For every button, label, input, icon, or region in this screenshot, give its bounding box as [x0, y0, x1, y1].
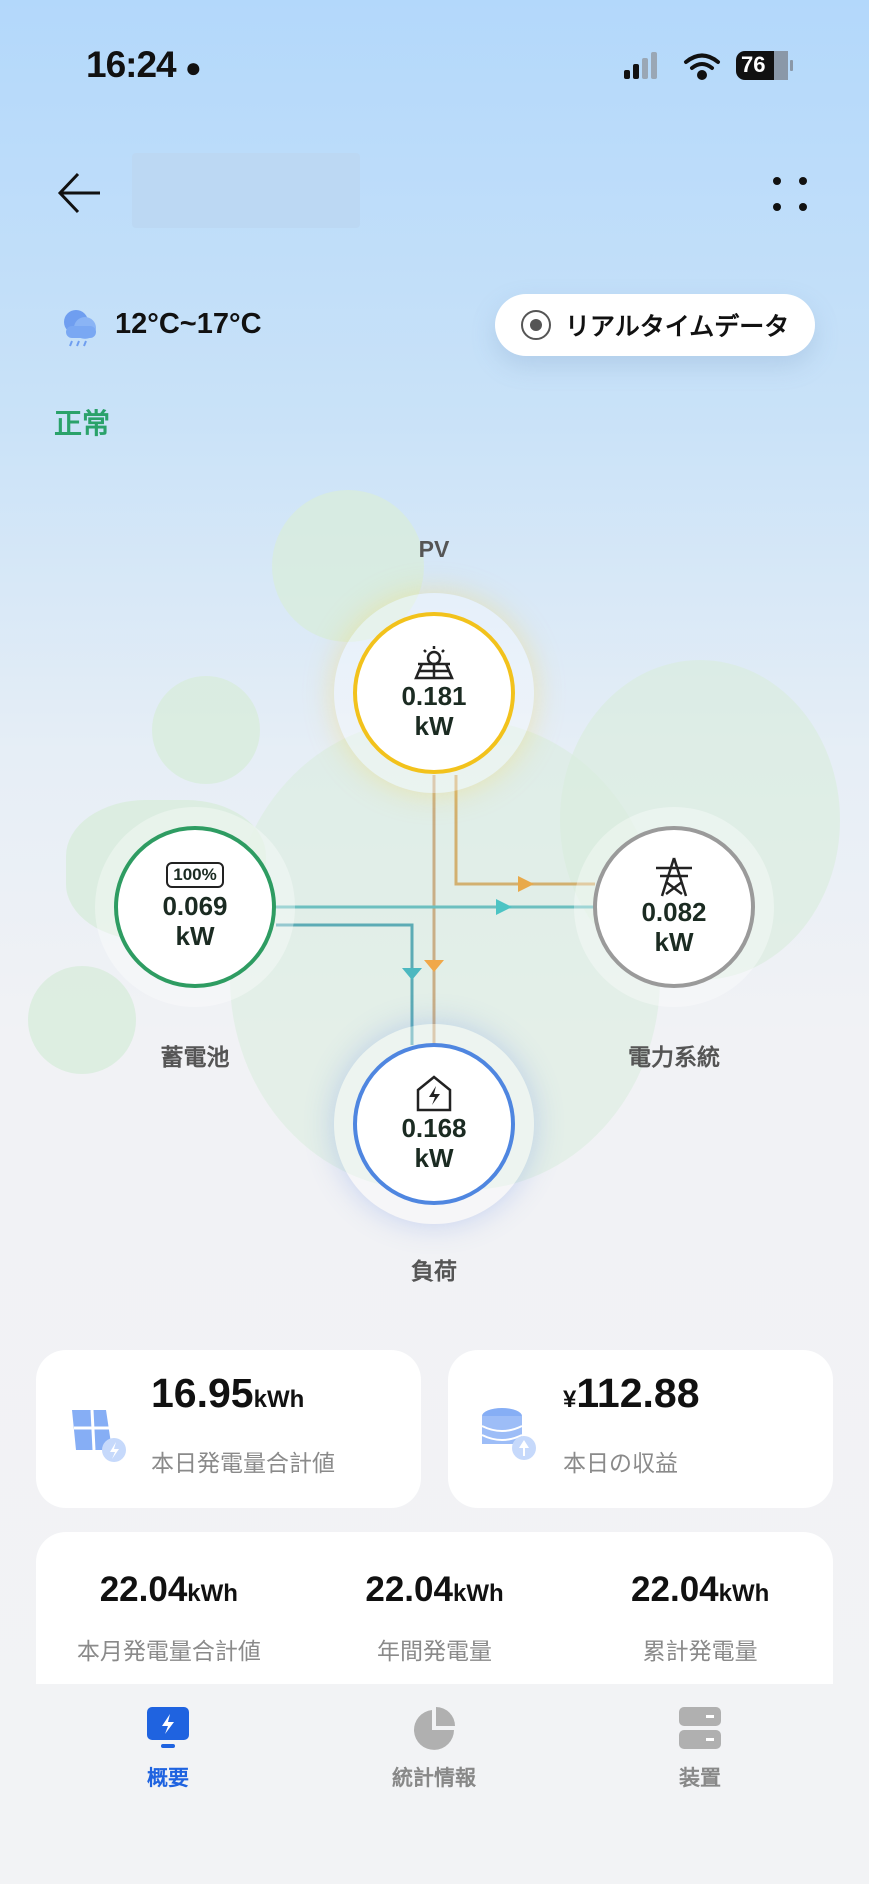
- today-gen-label: 本日発電量合計値: [151, 1450, 335, 1476]
- stat-unit: kWh: [187, 1580, 238, 1607]
- page-title-redacted: [132, 153, 360, 228]
- coins-icon: [481, 1408, 536, 1460]
- temperature-range: 12°C~17°C: [115, 308, 262, 340]
- house-bolt-icon: [416, 1075, 452, 1112]
- stat-year: 22.04kWh 年間発電量: [302, 1532, 568, 1684]
- grid-value: 0.082: [641, 897, 707, 928]
- today-gen-unit: kWh: [253, 1386, 305, 1413]
- tab-label: 統計情報: [392, 1767, 476, 1790]
- load-value: 0.168: [401, 1113, 467, 1144]
- tab-bar: [0, 1684, 869, 1884]
- today-generation-card: 16.95kWh 本日発電量合計値: [36, 1350, 421, 1508]
- load-unit: kW: [414, 1143, 454, 1173]
- person-icon: ●: [184, 52, 202, 83]
- bg-decoration: [152, 676, 260, 784]
- back-arrow-icon[interactable]: [56, 170, 106, 216]
- stat-label: 本月発電量合計値: [76, 1638, 261, 1664]
- tab-overview[interactable]: 概要: [146, 1706, 190, 1792]
- battery-value: 0.069: [162, 890, 228, 921]
- pv-unit: kW: [414, 711, 454, 741]
- battery-level: 76: [741, 52, 766, 77]
- today-gen-value: 16.95: [151, 1370, 254, 1416]
- battery-soc-icon: 100%: [166, 862, 224, 888]
- stat-unit: kWh: [718, 1580, 770, 1607]
- server-icon: [679, 1707, 721, 1749]
- grid-label: 電力系統: [628, 1044, 720, 1070]
- wifi-icon: [684, 53, 720, 80]
- tab-label: 装置: [679, 1767, 721, 1790]
- currency-symbol: ¥: [563, 1386, 577, 1413]
- system-status: 正常: [54, 408, 111, 439]
- bg-decoration: [28, 966, 136, 1074]
- arrow-icon: [424, 960, 444, 972]
- today-income-value: 112.88: [576, 1370, 700, 1416]
- arrow-icon: [402, 968, 422, 980]
- pv-to-grid-line: [454, 775, 595, 886]
- stat-value: 22.04: [99, 1570, 188, 1609]
- pie-chart-icon: [414, 1707, 455, 1750]
- battery-to-load-line: [276, 923, 414, 1045]
- cloud-rain-icon: [64, 310, 96, 347]
- arrow-icon: [496, 899, 512, 915]
- stat-value: 22.04: [631, 1570, 719, 1609]
- stat-month: 22.04kWh 本月発電量合計値: [36, 1532, 302, 1684]
- load-label: 負荷: [411, 1258, 457, 1284]
- monitor-bolt-icon: [147, 1707, 189, 1748]
- grid-unit: kW: [654, 927, 694, 957]
- tab-devices[interactable]: 装置: [678, 1706, 722, 1792]
- power-tower-icon: [656, 857, 692, 897]
- pv-label: PV: [418, 536, 450, 562]
- stat-total: 22.04kWh 累計発電量: [567, 1532, 833, 1684]
- realtime-data-button[interactable]: リアルタイムデータ: [495, 294, 815, 356]
- solar-panel-icon: [414, 646, 454, 680]
- tab-statistics[interactable]: 統計情報: [392, 1706, 476, 1792]
- arrow-icon: [518, 876, 534, 892]
- signal-icon: [624, 52, 657, 79]
- status-time: 16:24 ●: [86, 44, 202, 86]
- solar-panel-icon: [72, 1409, 126, 1462]
- today-income-card: ¥112.88 本日の収益: [448, 1350, 833, 1508]
- more-dots-icon[interactable]: [768, 172, 812, 216]
- stat-label: 累計発電量: [642, 1638, 758, 1664]
- battery-soc: 100%: [173, 865, 217, 885]
- bg-decoration: [272, 490, 424, 642]
- pv-value: 0.181: [401, 681, 467, 712]
- battery-unit: kW: [175, 920, 215, 951]
- status-icons: [624, 51, 793, 80]
- battery-label: 蓄電池: [160, 1044, 230, 1070]
- energy-flow-lines: [276, 775, 595, 1045]
- radio-icon: [521, 310, 551, 340]
- stat-value: 22.04: [365, 1570, 453, 1609]
- stat-label: 年間発電量: [377, 1638, 492, 1664]
- time-text: 16:24: [86, 44, 177, 85]
- stat-unit: kWh: [452, 1580, 504, 1607]
- tab-label: 概要: [147, 1767, 189, 1790]
- realtime-label: リアルタイムデータ: [565, 313, 790, 341]
- today-income-label: 本日の収益: [563, 1450, 678, 1476]
